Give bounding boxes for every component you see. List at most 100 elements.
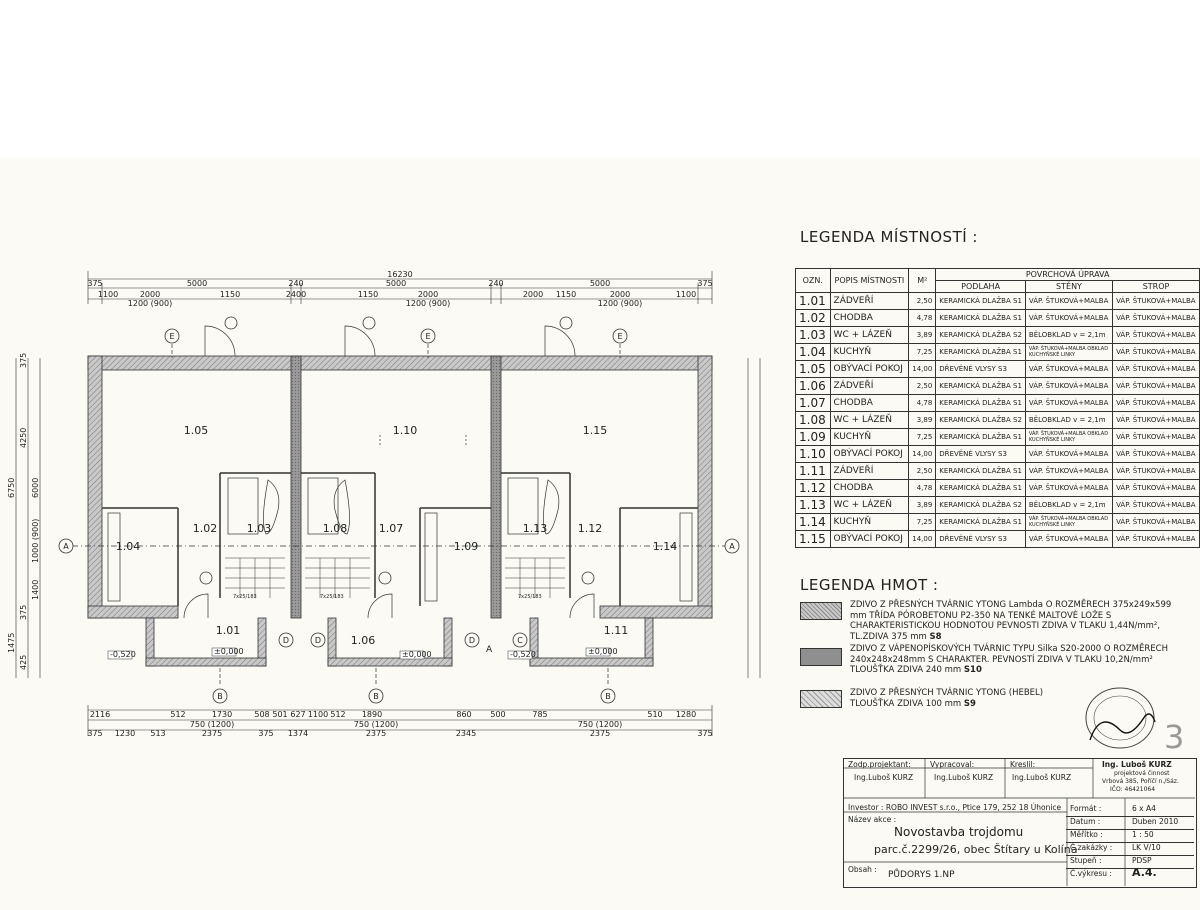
dim-text: 1475: [7, 633, 16, 653]
room-legend-title: LEGENDA MÍSTNOSTÍ :: [800, 228, 978, 246]
room-number: 1.09: [454, 540, 479, 553]
dim-text: 2375: [590, 729, 610, 738]
room-legend-cell-strop: VÁP. ŠTUKOVÁ+MALBA: [1112, 309, 1200, 327]
room-legend-cell-m2: 7,25: [908, 343, 937, 361]
room-legend-cell-ozn: 1.14: [795, 513, 831, 531]
room-legend-cell-ozn: 1.04: [795, 343, 831, 361]
room-legend-cell-podlaha: KERAMICKÁ DLAŽBA S1: [935, 462, 1026, 480]
col-header: OZN.: [795, 268, 831, 293]
swatch-silka: [800, 648, 842, 666]
tb-row-value: Duben 2010: [1132, 817, 1179, 826]
dim-text: 2000: [418, 290, 438, 299]
dim-text: 5000: [590, 279, 610, 288]
col-header: PODLAHA: [935, 280, 1026, 293]
dim-text: 1150: [220, 290, 240, 299]
tb-row-divider: [1066, 829, 1194, 830]
room-number: 1.04: [116, 540, 141, 553]
dim-text: 1100: [98, 290, 118, 299]
dim-text: 240: [488, 279, 503, 288]
room-legend-cell-popis: ZÁDVEŘÍ: [829, 292, 910, 310]
tb-row-divider: [1066, 868, 1194, 869]
stair-label: 7x25/183: [320, 594, 344, 600]
dim-text: 425: [19, 655, 28, 670]
axis-label: A: [729, 542, 735, 551]
room-legend-cell-m2: 3,89: [908, 496, 937, 514]
axis-label: C: [517, 636, 523, 645]
stamp-signature: 3: [1085, 687, 1184, 756]
room-legend-cell-podlaha: DŘEVĚNÉ VLYSY S3: [935, 360, 1026, 378]
dim-text: 5000: [187, 279, 207, 288]
room-number: 1.02: [193, 522, 218, 535]
room-legend-cell-ozn: 1.05: [795, 360, 831, 378]
axis-label: B: [605, 692, 611, 701]
obsah-value: PŮDORYS 1.NP: [888, 870, 955, 880]
room-legend-cell-ozn: 1.09: [795, 428, 831, 446]
dim-text: 375: [87, 729, 102, 738]
col-header: POPIS MÍSTNOSTI: [829, 268, 910, 293]
room-legend-cell-strop: VÁP. ŠTUKOVÁ+MALBA: [1112, 394, 1200, 412]
dim-text: 510: [647, 710, 662, 719]
tb-row-value: 6 x A4: [1132, 804, 1156, 813]
room-legend-cell-podlaha: KERAMICKÁ DLAŽBA S1: [935, 292, 1026, 310]
dim-text: 1150: [556, 290, 576, 299]
dim-text: 6750: [7, 478, 16, 498]
level-mark: ±0,000: [402, 650, 432, 659]
swatch-ytong-lambda: [800, 602, 842, 620]
col-header: POVRCHOVÁ ÚPRAVA: [935, 268, 1200, 281]
room-legend-cell-strop: VÁP. ŠTUKOVÁ+MALBA: [1112, 530, 1200, 548]
room-legend-cell-popis: KUCHYŇ: [829, 428, 910, 446]
room-legend-cell-steny: VÁP. ŠTUKOVÁ+MALBA: [1024, 462, 1114, 480]
axis-label: E: [425, 332, 430, 341]
room-legend-cell-podlaha: DŘEVĚNÉ VLYSY S3: [935, 530, 1026, 548]
dim-text: 2345: [456, 729, 476, 738]
dim-text: 375: [19, 605, 28, 620]
dim-text: 1100: [308, 710, 328, 719]
dim-text: 2000: [140, 290, 160, 299]
akce-label: Název akce :: [848, 815, 897, 824]
room-legend-cell-podlaha: KERAMICKÁ DLAŽBA S1: [935, 309, 1026, 327]
dim-text: 375: [697, 729, 712, 738]
dim-text: 1374: [288, 729, 308, 738]
room-legend-cell-podlaha: DŘEVĚNÉ VLYSY S3: [935, 445, 1026, 463]
room-legend-cell-steny: VÁP. ŠTUKOVÁ+MALBA OBKLAD KUCHYŇSKÉ LINK…: [1024, 513, 1114, 531]
material-legend-title: LEGENDA HMOT :: [800, 576, 939, 594]
room-legend-cell-steny: BĚLOBKLAD v = 2,1m: [1024, 326, 1114, 344]
room-legend-cell-steny: VÁP. ŠTUKOVÁ+MALBA OBKLAD KUCHYŇSKÉ LINK…: [1024, 428, 1114, 446]
firm-address: Vrbová 385, Poříčí n./Sáz.: [1102, 778, 1179, 785]
room-legend-cell-steny: VÁP. ŠTUKOVÁ+MALBA: [1024, 530, 1114, 548]
akce-line-1: Novostavba trojdomu: [894, 825, 1024, 839]
room-legend-cell-ozn: 1.15: [795, 530, 831, 548]
axis-label: D: [469, 636, 475, 645]
room-legend-cell-steny: VÁP. ŠTUKOVÁ+MALBA: [1024, 479, 1114, 497]
dim-text: 627: [290, 710, 305, 719]
room-legend-cell-popis: CHODBA: [829, 394, 910, 412]
tb-row-key: Měřítko :: [1070, 830, 1103, 839]
dim-text: 1890: [362, 710, 382, 719]
col-header: STROP: [1112, 280, 1200, 293]
dim-text: 1400: [31, 580, 40, 600]
level-mark: -0,520: [510, 650, 536, 659]
room-legend-cell-podlaha: KERAMICKÁ DLAŽBA S2: [935, 496, 1026, 514]
room-legend-cell-m2: 7,25: [908, 513, 937, 531]
investor-line: Investor : ROBO INVEST s.r.o., Ptice 179…: [848, 803, 1062, 812]
dim-text: 1200 (900): [128, 299, 172, 308]
room-legend-cell-strop: VÁP. ŠTUKOVÁ+MALBA: [1112, 496, 1200, 514]
room-legend-cell-m2: 14,00: [908, 530, 937, 548]
room-number: 1.10: [393, 424, 418, 437]
room-legend-cell-strop: VÁP. ŠTUKOVÁ+MALBA: [1112, 360, 1200, 378]
room-legend-cell-popis: WC + LÁZEŇ: [829, 326, 910, 344]
room-legend-cell-ozn: 1.02: [795, 309, 831, 327]
dim-text: 16230: [387, 270, 412, 279]
drawing-sheet: E E E A A B B B D D D C 1.05 1.10 1.15 1…: [0, 158, 1200, 910]
tb-row-value: LK V/10: [1132, 843, 1161, 852]
level-mark: ±0,000: [214, 647, 244, 656]
room-legend-cell-popis: WC + LÁZEŇ: [829, 496, 910, 514]
room-legend-cell-podlaha: KERAMICKÁ DLAŽBA S1: [935, 428, 1026, 446]
tb-row-divider: [1066, 842, 1194, 843]
tb-row-divider: [1066, 816, 1194, 817]
firm-ico: IČO: 46421064: [1110, 786, 1156, 793]
